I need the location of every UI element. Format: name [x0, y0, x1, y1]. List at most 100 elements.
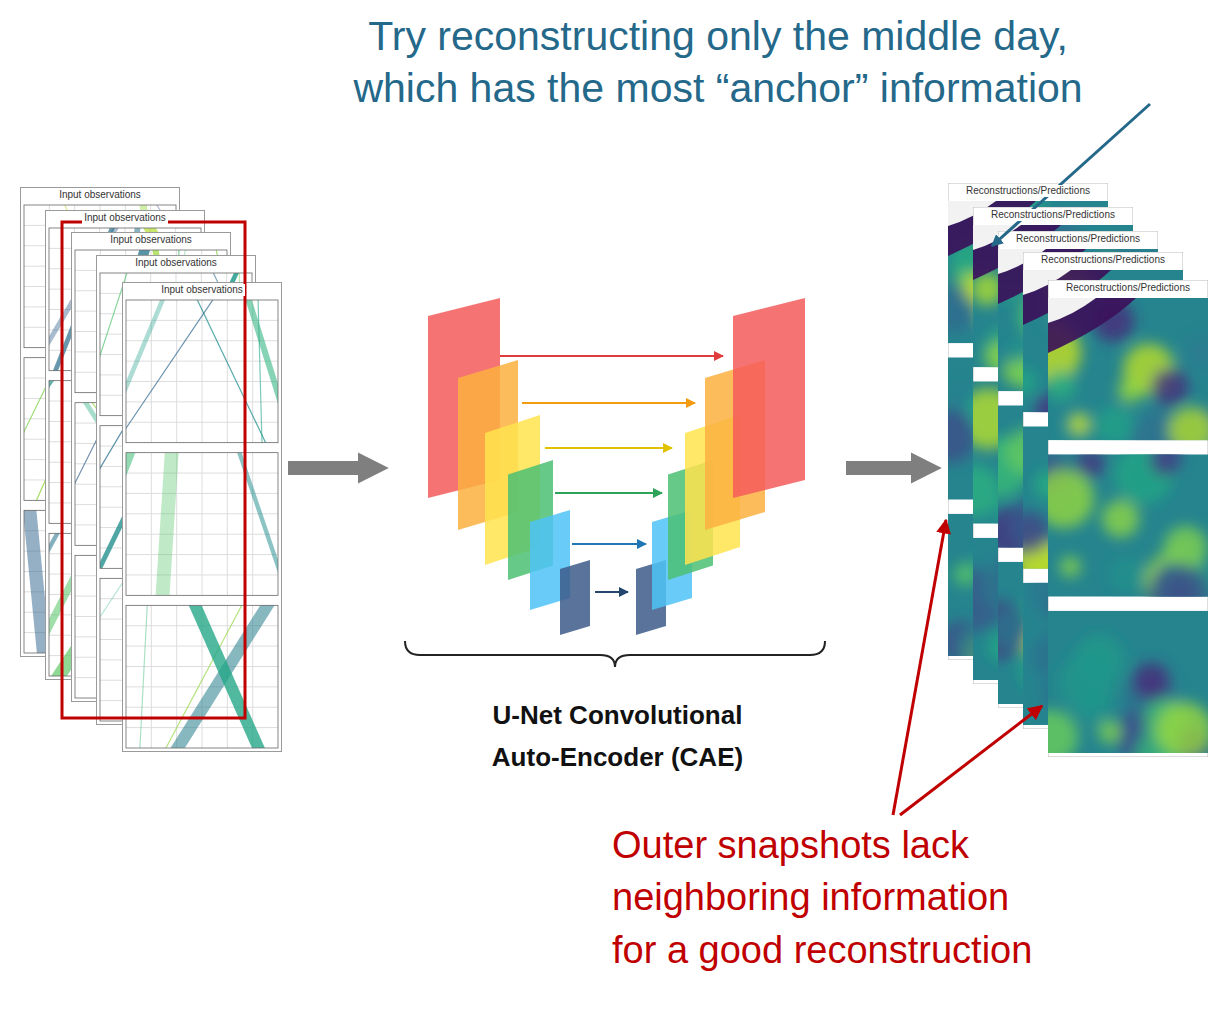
- grid-line: [126, 534, 278, 535]
- reconstruction-subplot: [1048, 454, 1208, 596]
- grid-line: [126, 473, 278, 474]
- field-blobs: [1048, 454, 1208, 596]
- satellite-track: [49, 381, 52, 524]
- grid-line: [126, 361, 278, 362]
- field-blob: [1110, 557, 1145, 592]
- field-blob: [1048, 370, 1076, 400]
- satellite-track: [126, 453, 130, 596]
- middle-day-highlight: [62, 222, 245, 718]
- panel-title: Reconstructions/Predictions: [1014, 233, 1142, 245]
- encoder-layer: [560, 560, 590, 635]
- teal-leader-line: [992, 104, 1150, 246]
- satellite-track: [126, 300, 165, 443]
- unet-diagram: U-Net Convolutional Auto-Encoder (CAE): [395, 285, 840, 785]
- grid-line: [126, 646, 278, 647]
- field-blob: [1185, 336, 1208, 369]
- reconstruction-subplot: [1048, 298, 1208, 440]
- field-blob: [1118, 378, 1143, 403]
- field-blob: [1167, 408, 1208, 441]
- skip-connection: [545, 447, 672, 449]
- field-blob: [1151, 454, 1182, 470]
- field-blob: [1048, 710, 1078, 753]
- panel-illustration: [1048, 280, 1208, 757]
- field-blob: [1151, 368, 1189, 406]
- skip-connection: [500, 355, 723, 357]
- grid-line: [252, 453, 253, 596]
- panel-title: Input observations: [108, 234, 194, 246]
- field-blob: [1023, 512, 1049, 555]
- field-blob: [1132, 663, 1170, 701]
- field-blob: [1156, 702, 1208, 753]
- reconstruction-panel: Reconstructions/Predictions: [1048, 280, 1208, 757]
- field-blobs: [1048, 635, 1208, 753]
- grid-line: [227, 300, 228, 443]
- annotation-note: Outer snapshots lack neighboring informa…: [612, 819, 1047, 976]
- decoder-layer: [733, 298, 805, 498]
- flow-arrow: [288, 461, 358, 475]
- grid-line: [151, 453, 152, 596]
- model-caption: U-Net Convolutional Auto-Encoder (CAE): [463, 695, 773, 778]
- subplot-frame: [126, 453, 278, 596]
- skip-connection: [595, 591, 628, 593]
- grid-line: [227, 453, 228, 596]
- field-blob: [949, 384, 970, 405]
- skip-connection: [572, 543, 646, 545]
- coast-region: [1048, 298, 1136, 353]
- grid-line: [126, 401, 278, 402]
- observation-subplot: [126, 300, 278, 443]
- grid-line: [126, 686, 278, 687]
- field-blob: [1169, 407, 1208, 440]
- panel-title: Input observations: [133, 257, 219, 269]
- satellite-track: [140, 605, 148, 748]
- red-leader-arrow: [893, 520, 946, 815]
- grid-line: [151, 605, 152, 748]
- panel-title: Reconstructions/Predictions: [989, 209, 1117, 221]
- grid-line: [176, 300, 177, 443]
- observation-subplot: [126, 453, 278, 596]
- panel-title: Input observations: [82, 212, 168, 224]
- subplot-frame: [126, 300, 278, 443]
- field-blob: [1148, 563, 1208, 596]
- field-blob: [1164, 526, 1208, 570]
- skip-connection: [555, 492, 662, 494]
- curly-brace: [405, 641, 825, 667]
- panel-title: Reconstructions/Predictions: [1039, 254, 1167, 266]
- observation-panel: Input observations: [122, 282, 282, 752]
- field-blob: [973, 465, 1001, 518]
- field-blob: [1048, 469, 1094, 528]
- grid-line: [126, 513, 278, 514]
- satellite-track: [29, 510, 44, 653]
- satellite-track: [162, 453, 172, 596]
- field-blob: [1060, 556, 1081, 577]
- annotation-note: Try reconstructing only the middle day, …: [328, 10, 1108, 114]
- panel-title: Reconstructions/Predictions: [1064, 282, 1192, 294]
- land-mask: [1048, 298, 1096, 323]
- reconstruction-subplot: [1048, 611, 1208, 753]
- grid-line: [126, 381, 278, 382]
- satellite-track: [126, 300, 216, 443]
- skip-connection: [522, 402, 695, 404]
- satellite-track: [175, 605, 271, 748]
- satellite-track: [193, 605, 261, 748]
- subplot-frame: [126, 605, 278, 748]
- field-blob: [1059, 654, 1117, 712]
- flow-arrow: [846, 461, 911, 475]
- field-blob: [1102, 500, 1139, 537]
- grid-line: [126, 574, 278, 575]
- red-leader-arrow: [900, 706, 1042, 815]
- grid-line: [126, 666, 278, 667]
- panel-title: Input observations: [57, 189, 143, 201]
- field-blob: [1062, 411, 1094, 441]
- grid-line: [126, 554, 278, 555]
- grid-line: [202, 300, 203, 443]
- observation-subplot: [126, 605, 278, 748]
- field-blob: [1069, 414, 1090, 435]
- field-blob: [1098, 720, 1121, 743]
- panel-title: Reconstructions/Predictions: [964, 185, 1092, 197]
- field-blob: [1023, 368, 1037, 396]
- satellite-track: [49, 533, 60, 676]
- grid-line: [202, 453, 203, 596]
- grid-line: [126, 340, 278, 341]
- field-blob: [1096, 406, 1135, 440]
